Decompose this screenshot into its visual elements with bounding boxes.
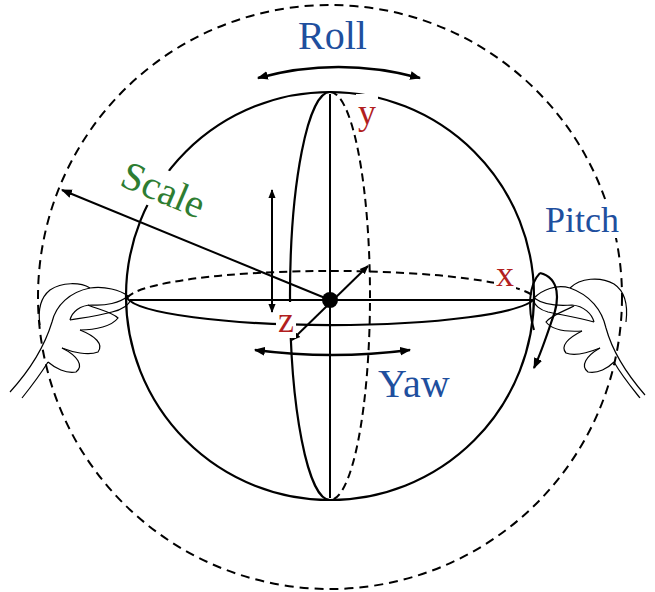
- left-hand: [10, 284, 130, 398]
- axis-label: x: [494, 256, 516, 292]
- right-hand: [534, 279, 645, 398]
- motion-label: Roll: [296, 16, 369, 56]
- axis-label: z: [276, 302, 296, 338]
- scale-label: Scale: [114, 154, 213, 226]
- sphere-outline: [126, 92, 534, 500]
- z-axis: [292, 266, 368, 340]
- motion-label: Pitch: [543, 202, 621, 238]
- roll-arrow: [258, 67, 420, 78]
- translate-arrow: [271, 190, 273, 312]
- pitch-arrow-back: [530, 273, 540, 330]
- motion-label: Yaw: [376, 364, 452, 404]
- axis-label: y: [356, 94, 378, 130]
- center-dot: [322, 292, 338, 308]
- yaw-arrow: [255, 350, 410, 355]
